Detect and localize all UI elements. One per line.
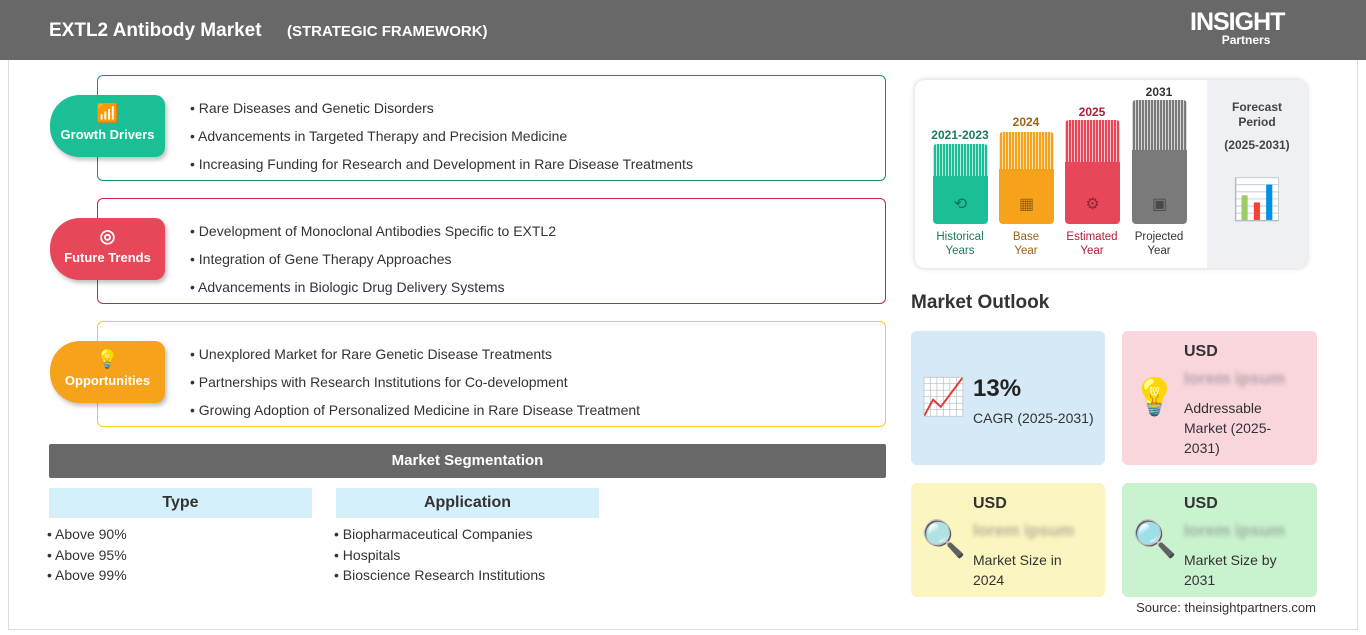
pill-label: Opportunities: [64, 373, 151, 388]
list-item: Integration of Gene Therapy Approaches: [190, 245, 885, 273]
money-chart-icon: 🔍: [921, 518, 966, 559]
list-item: Hospitals: [334, 545, 545, 566]
list-item: Biopharmaceutical Companies: [334, 524, 545, 545]
application-list: Biopharmaceutical Companies Hospitals Bi…: [334, 524, 545, 586]
base-bar: ▦: [999, 132, 1054, 224]
cagr-label: CAGR (2025-2031): [973, 410, 1094, 426]
list-item: Increasing Funding for Research and Deve…: [190, 150, 885, 178]
content-frame: [8, 60, 1358, 630]
header-bar: [0, 0, 1366, 60]
pill-label: Future Trends: [64, 250, 151, 265]
timeline-card: ⟲ ▦ ⚙ ▣ 2021-2023 2024 2025 2031 Histori…: [915, 80, 1307, 268]
addressable-box: USD lorem ipsum 💡 Addressable Market (20…: [1122, 331, 1317, 465]
list-item: Above 95%: [47, 545, 127, 566]
analytics-illustration-icon: 📊: [1232, 178, 1282, 222]
size-2031-label: Market Size by 2031: [1184, 552, 1277, 588]
blurred-value: lorem ipsum: [1184, 369, 1286, 388]
target-icon: ◎: [99, 226, 116, 246]
year-label: 2021-2023: [931, 128, 989, 142]
type-header: Type: [49, 488, 312, 518]
type-list: Above 90% Above 95% Above 99%: [47, 524, 127, 586]
gear-chart-icon: ⚙: [1085, 196, 1100, 213]
money-bulb-icon: 💡: [1132, 376, 1177, 417]
size-2024-label: Market Size in 2024: [973, 552, 1062, 588]
growth-drivers-pill: 📶 Growth Drivers: [50, 95, 165, 157]
size-2024-box: USD lorem ipsum 🔍 Market Size in 2024: [911, 483, 1105, 597]
list-item: Advancements in Biologic Drug Delivery S…: [190, 273, 885, 301]
page-title: EXTL2 Antibody Market: [49, 20, 262, 41]
cagr-value: 13%: [973, 375, 1022, 402]
historical-bar: ⟲: [933, 144, 988, 224]
growth-drivers-card: Rare Diseases and Genetic Disorders Adva…: [97, 75, 886, 181]
presentation-icon: ▣: [1151, 196, 1168, 213]
usd-label: USD: [1184, 343, 1218, 360]
pill-label: Growth Drivers: [60, 127, 155, 142]
size-2031-box: USD lorem ipsum 🔍 Market Size by 2031: [1122, 483, 1317, 597]
year-label: 2025: [1078, 105, 1106, 119]
list-item: Above 99%: [47, 565, 127, 586]
usd-label: USD: [1184, 495, 1218, 512]
calendar-icon: ▦: [1018, 196, 1035, 213]
list-item: Growing Adoption of Personalized Medicin…: [190, 396, 885, 424]
estimated-bar: ⚙: [1065, 120, 1120, 224]
page-subtitle: (STRATEGIC FRAMEWORK): [287, 23, 488, 40]
addressable-label: Addressable Market (2025-2031): [1184, 400, 1272, 456]
growth-chart-icon: 📶: [96, 103, 119, 123]
opportunities-card: Unexplored Market for Rare Genetic Disea…: [97, 321, 886, 427]
segmentation-header: Market Segmentation: [49, 444, 886, 478]
list-item: Unexplored Market for Rare Genetic Disea…: [190, 340, 885, 368]
blurred-value: lorem ipsum: [1184, 521, 1286, 540]
projected-bar: ▣: [1132, 100, 1187, 224]
year-label: 2024: [1012, 115, 1040, 129]
list-item: Bioscience Research Institutions: [334, 565, 545, 586]
source-text: Source: theinsightpartners.com: [1136, 600, 1316, 615]
lightbulb-hand-icon: 💡: [96, 349, 119, 369]
list-item: Partnerships with Research Institutions …: [190, 368, 885, 396]
list-item: Above 90%: [47, 524, 127, 545]
list-item: Rare Diseases and Genetic Disorders: [190, 94, 885, 122]
money-chart-icon: 🔍: [1132, 518, 1177, 559]
list-item: Development of Monoclonal Antibodies Spe…: [190, 217, 885, 245]
usd-label: USD: [973, 495, 1007, 512]
future-trends-pill: ◎ Future Trends: [50, 218, 165, 280]
opportunities-pill: 💡 Opportunities: [50, 341, 165, 403]
forecast-period: Forecast Period(2025-2031)📊: [1207, 80, 1307, 268]
cagr-box: 📈 13% CAGR (2025-2031): [911, 331, 1105, 465]
list-item: Advancements in Targeted Therapy and Pre…: [190, 122, 885, 150]
history-icon: ⟲: [953, 196, 968, 213]
blurred-value: lorem ipsum: [973, 521, 1075, 540]
growth-chart-icon: 📈: [921, 376, 966, 417]
year-label: 2031: [1145, 85, 1173, 99]
application-header: Application: [336, 488, 599, 518]
market-outlook-title: Market Outlook: [911, 292, 1050, 313]
future-trends-card: Development of Monoclonal Antibodies Spe…: [97, 198, 886, 304]
